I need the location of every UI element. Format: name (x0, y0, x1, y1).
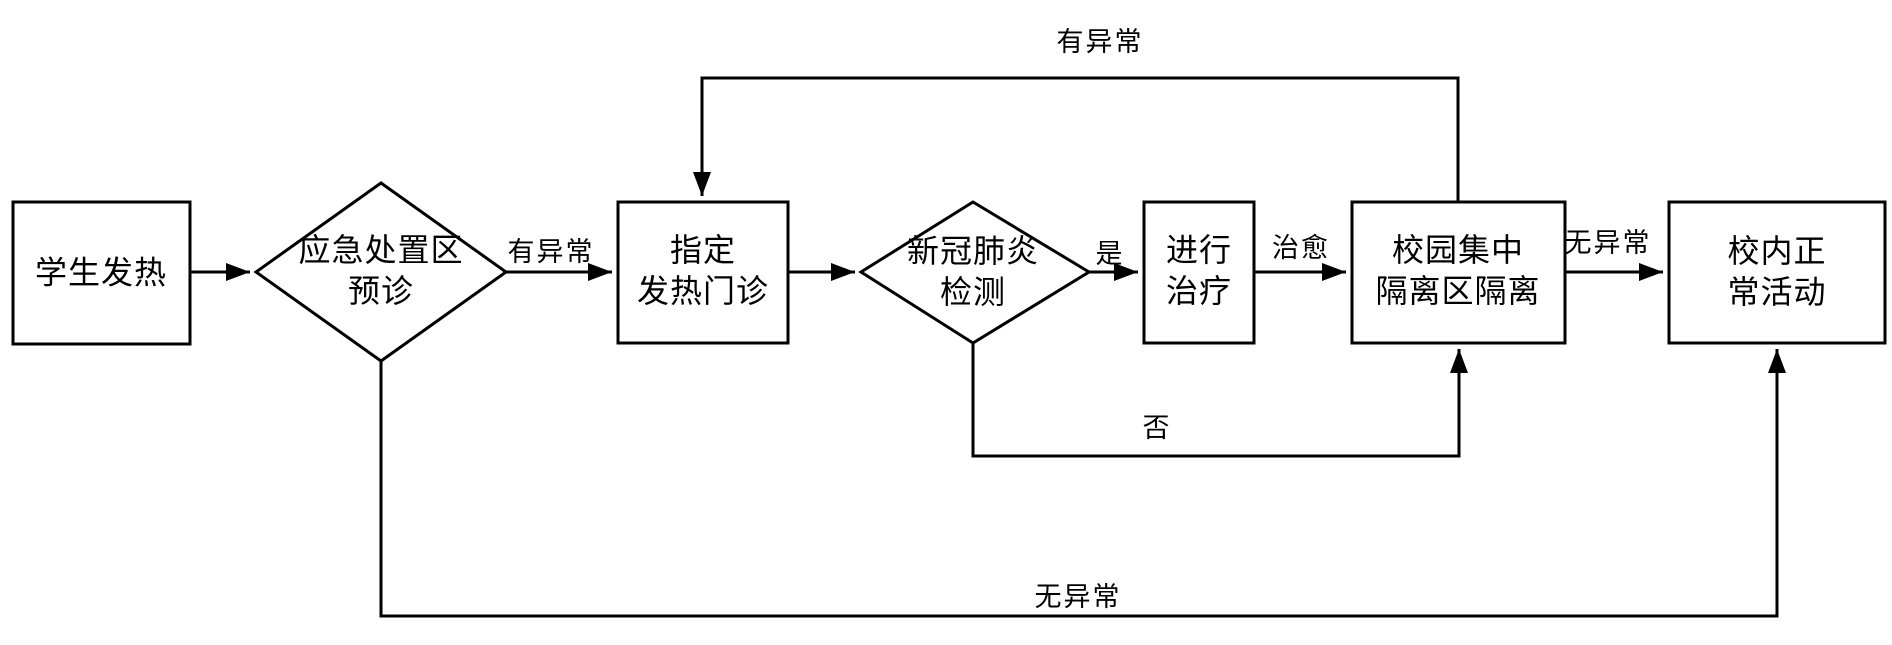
node-isolation-label: 校园集中 隔离区隔离 (1375, 232, 1541, 309)
edge-label-test-no: 否 (1142, 413, 1172, 443)
node-student-fever-shape (11, 200, 192, 346)
edge-label-cured: 治愈 (1272, 233, 1330, 263)
node-emergency-triage-shape (253, 181, 509, 363)
node-emergency-triage-label: 应急处置区 预诊 (298, 232, 464, 309)
edge-triage-normal-to-activity (379, 349, 1786, 618)
edge-covid-test-no-to-isolation (971, 343, 1468, 458)
edge-label-triage-abnormal: 有异常 (507, 237, 595, 267)
node-student-fever-label: 学生发热 (34, 254, 168, 291)
node-isolation-shape (1350, 200, 1567, 345)
node-fever-clinic-shape (616, 200, 790, 345)
node-fever-clinic-label: 指定 发热门诊 (636, 232, 770, 309)
node-covid-test-shape (858, 200, 1092, 345)
node-normal-activity-label: 校内正常活动 (1727, 233, 1827, 310)
node-normal-activity-shape (1667, 200, 1887, 345)
edge-isolation-to-fever-clinic-loop (693, 76, 1460, 202)
edge-label-loop-abnormal: 有异常 (1056, 27, 1144, 57)
edge-label-test-yes: 是 (1095, 239, 1125, 269)
node-covid-test-label: 新冠肺炎 检测 (906, 233, 1040, 310)
node-treatment-label: 进行 治疗 (1165, 232, 1233, 309)
node-treatment-shape (1142, 200, 1256, 345)
edge-label-isolation-normal: 无异常 (1564, 228, 1652, 258)
edge-label-bottom-normal: 无异常 (1034, 582, 1122, 612)
